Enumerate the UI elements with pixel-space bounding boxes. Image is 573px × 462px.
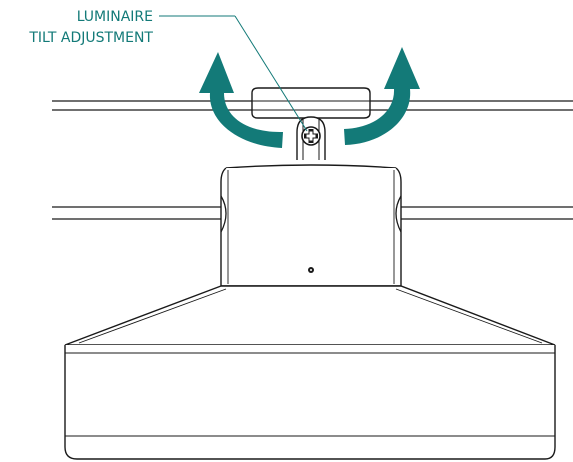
- callout-leader: [159, 15, 308, 132]
- phillips-screw-icon: [301, 126, 321, 146]
- middle-rail: [52, 195, 573, 233]
- curved-arrow-up-right-icon: [344, 47, 420, 145]
- housing-shoulder: [64, 285, 556, 346]
- mount-cap: [251, 87, 371, 119]
- luminaire-housing: [64, 345, 556, 460]
- callout-label-line2: TILT ADJUSTMENT: [28, 30, 153, 46]
- curved-arrow-up-left-icon: [199, 52, 283, 148]
- callout-label-line1: LUMINAIRE: [77, 9, 153, 25]
- luminaire-collar: [220, 164, 402, 287]
